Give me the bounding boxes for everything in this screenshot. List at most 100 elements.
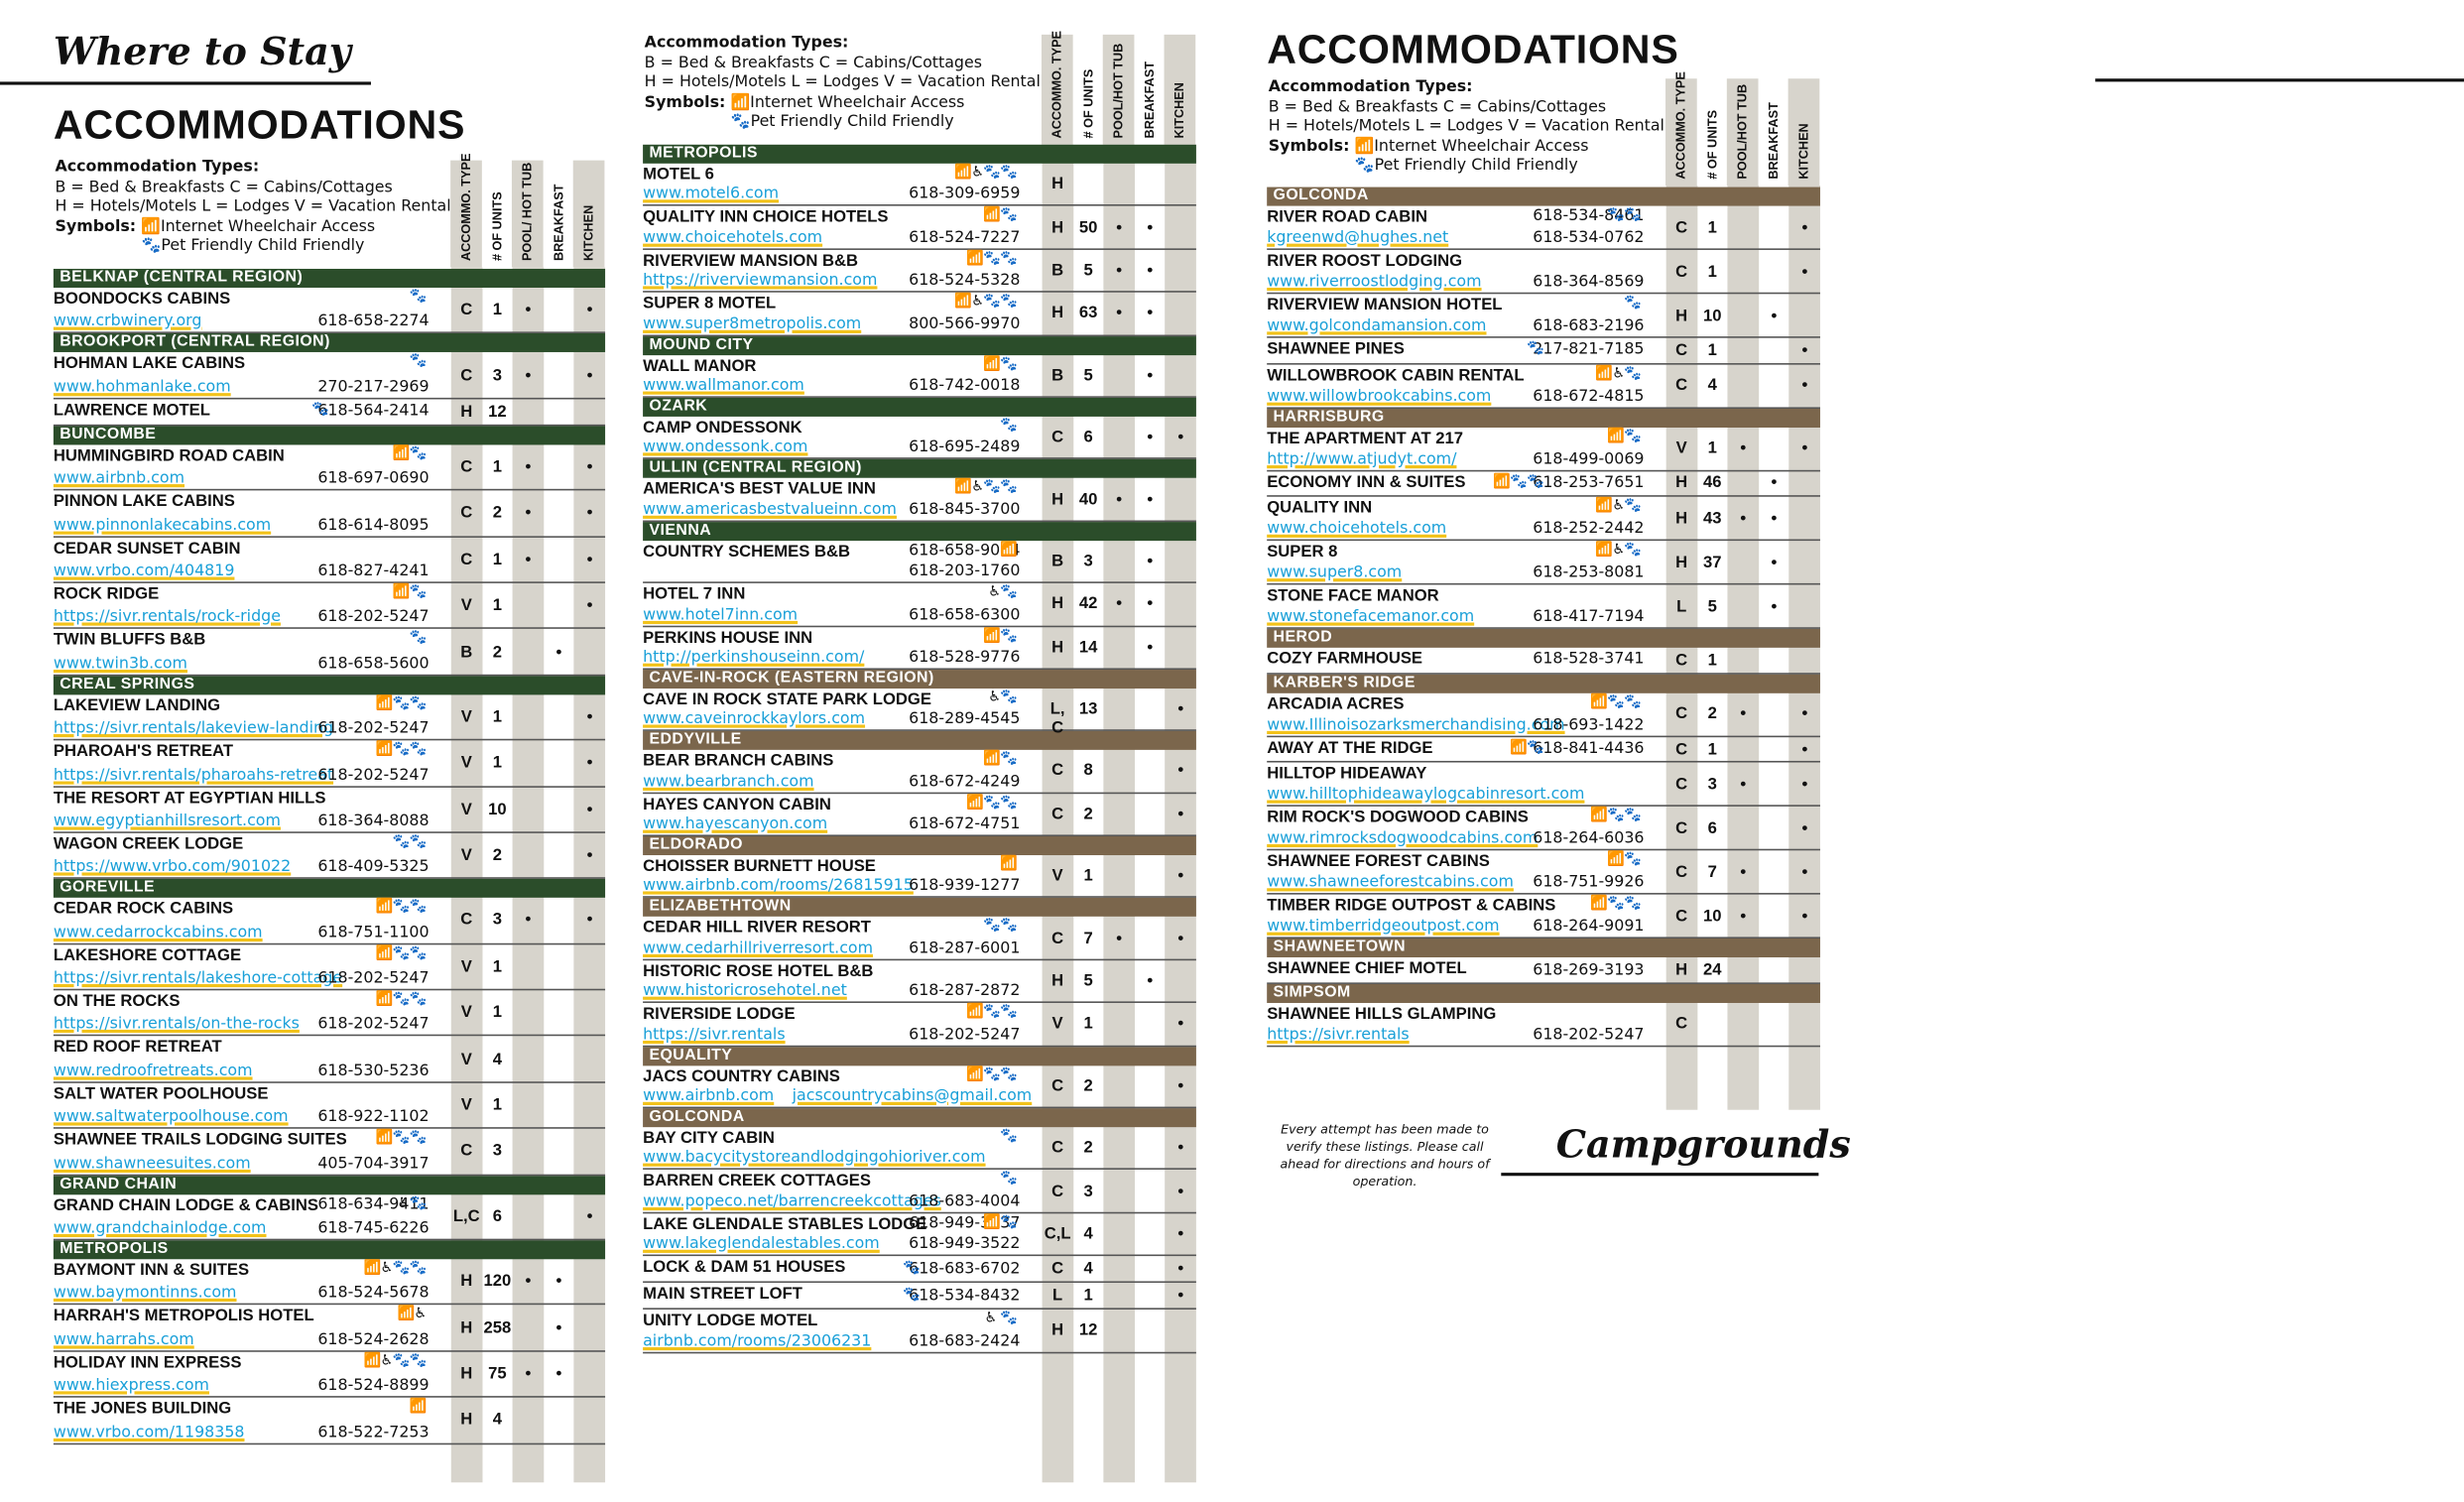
listing-url[interactable]: www.pinnonlakecabins.com [53, 516, 272, 535]
listing-url[interactable]: www.airbnb.com [53, 470, 185, 488]
listing-name: AWAY AT THE RIDGE [1267, 738, 1433, 758]
section-header: KARBER'S RIDGE [1267, 674, 1820, 693]
listing-url[interactable]: www.bacycitystoreandlodgingohioriver.com [643, 1150, 986, 1168]
listing-url[interactable]: www.choicehotels.com [1267, 520, 1447, 539]
listing-url[interactable]: http://www.atjudyt.com/ [1267, 450, 1457, 468]
listing-url[interactable]: www.super8metropolis.com [643, 314, 862, 333]
listing-url[interactable]: www.twin3b.com [53, 655, 187, 673]
listing-url[interactable]: https://riverviewmansion.com [643, 272, 878, 290]
listing-url[interactable]: www.ondessonk.com [643, 438, 808, 457]
listing-url[interactable]: www.hayescanyon.com [643, 815, 828, 833]
legend-2: Accommodation Types: B = Bed & Breakfast… [645, 35, 1041, 133]
listing-url[interactable]: www.cedarhillriverresort.com [643, 939, 874, 957]
listing-url[interactable]: www.popeco.net/barrencreekcottages [643, 1192, 941, 1210]
listing-url[interactable]: www.harrahs.com [53, 1330, 194, 1349]
listing-url[interactable]: www.rimrocksdogwoodcabins.com [1267, 830, 1539, 848]
listing-url[interactable]: www.golcondamansion.com [1267, 317, 1487, 335]
listing-url[interactable]: www.americasbestvalueinn.com [643, 501, 897, 519]
listing-url[interactable]: www.shawneeforestcabins.com [1267, 874, 1514, 893]
listing-url[interactable]: kgreenwd@hughes.net [1267, 229, 1449, 247]
listing-url[interactable]: www.super8.com [1267, 564, 1403, 582]
listing-url[interactable]: https://sivr.rentals/rock-ridge [53, 608, 281, 627]
listing-url[interactable]: www.airbnb.com/rooms/26815915 [643, 877, 914, 896]
pool-cell: • [525, 550, 532, 569]
listing-url[interactable]: https://sivr.rentals [1267, 1026, 1410, 1045]
pool-cell: • [1740, 862, 1747, 882]
type-cell: C [1675, 375, 1688, 395]
listing-url[interactable]: www.airbnb.com [643, 1087, 775, 1106]
listing-url[interactable]: www.motel6.com [643, 186, 780, 204]
breakfast-cell: • [1147, 489, 1154, 509]
listing-url[interactable]: www.stonefacemanor.com [1267, 608, 1475, 626]
section-header: BELKNAP (CENTRAL REGION) [53, 268, 606, 288]
amenity-icons: 📶🐾🐾 [966, 251, 1018, 268]
units-cell: 1 [1083, 866, 1093, 886]
listing-url[interactable]: https://www.vrbo.com/901022 [53, 858, 292, 877]
band [450, 267, 482, 1483]
pool-cell: • [1116, 304, 1123, 323]
listing-name: SUPER 8 [1267, 542, 1338, 562]
listing-url[interactable]: www.crbwinery.org [53, 313, 202, 331]
listing-name: RIVER ROOST LODGING [1267, 251, 1463, 271]
listing-url[interactable]: www.choicehotels.com [643, 229, 823, 247]
amenity-icons: 📶🐾 [983, 207, 1018, 224]
listing-url[interactable]: www.hilltophideawaylogcabinresort.com [1267, 786, 1585, 805]
listing-url[interactable]: https://sivr.rentals/on-the-rocks [53, 1016, 300, 1034]
listing-url[interactable]: www.egyptianhillsresort.com [53, 813, 281, 830]
listing-email[interactable]: jacscountrycabins@gmail.com [792, 1087, 1033, 1106]
listing-url[interactable]: https://sivr.rentals/lakeshore-cottage [53, 969, 343, 988]
listing-url[interactable]: www.historicrosehotel.net [643, 982, 847, 1001]
amenity-icons: 🐾 [311, 403, 329, 419]
pool-cell: • [525, 457, 532, 477]
listing-url[interactable]: www.vrbo.com/404819 [53, 563, 235, 580]
listing-url[interactable]: https://sivr.rentals/lakeview-landing [53, 719, 334, 738]
units-cell: 2 [492, 503, 502, 523]
section-header: SIMPSOM [1267, 983, 1820, 1003]
units-cell: 42 [1078, 594, 1098, 614]
amenity-icons: 🐾 [1624, 295, 1642, 312]
units-cell: 2 [1707, 704, 1717, 724]
listing-url[interactable]: www.bearbranch.com [643, 773, 814, 791]
right-rule [2095, 78, 2464, 81]
listing-url[interactable]: www.baymontinns.com [53, 1285, 237, 1303]
listing-url[interactable]: www.lakeglendalestables.com [643, 1235, 880, 1254]
listing-url[interactable]: https://sivr.rentals/pharoahs-retreat [53, 766, 334, 784]
amenity-icons: 🐾🐾 [1607, 207, 1642, 224]
listing-url[interactable]: www.hotel7inn.com [643, 605, 799, 624]
listing-url[interactable]: https://sivr.rentals [643, 1026, 786, 1044]
listing-url[interactable]: www.redroofretreats.com [53, 1062, 253, 1080]
listing-url[interactable]: www.willowbrookcabins.com [1267, 387, 1492, 406]
listing-url[interactable]: www.Illinoisozarksmerchandising.com [1267, 716, 1565, 734]
listing-url[interactable]: www.grandchainlodge.com [53, 1219, 267, 1238]
symbols-line-2: Pet Friendly Child Friendly [161, 237, 365, 255]
types-label: Accommodation Types: [55, 159, 260, 177]
amenity-icons: 📶🐾🐾 [1493, 474, 1544, 491]
listing-url[interactable]: www.shawneesuites.com [53, 1155, 251, 1173]
listing-url[interactable]: www.caveinrockkaylors.com [643, 710, 866, 729]
units-cell: 5 [1707, 596, 1717, 616]
pool-cell: • [1740, 704, 1747, 724]
listing-url[interactable]: www.vrbo.com/1198358 [53, 1424, 245, 1441]
type-cell: C [460, 911, 473, 931]
listing-url[interactable]: www.hohmanlake.com [53, 378, 231, 396]
amenity-icons: 🐾 [409, 354, 427, 370]
type-cell: V [1051, 866, 1063, 886]
listing-name: WILLOWBROOK CABIN RENTAL [1267, 365, 1525, 385]
listing-url[interactable]: airbnb.com/rooms/23006231 [643, 1332, 872, 1350]
listing-url[interactable]: www.hiexpress.com [53, 1377, 209, 1395]
listing-name: QUALITY INN [1267, 498, 1373, 518]
listing-url[interactable]: http://perkinshouseinn.com/ [643, 649, 865, 667]
kitchen-cell: • [1177, 928, 1184, 947]
listing-url[interactable]: www.wallmanor.com [643, 377, 804, 395]
listing-url[interactable]: www.riverroostlodging.com [1267, 273, 1482, 292]
listing-url[interactable]: www.timberridgeoutpost.com [1267, 919, 1500, 937]
listing-url[interactable]: www.saltwaterpoolhouse.com [53, 1108, 289, 1126]
kitchen-cell: • [1801, 739, 1808, 759]
listing-url[interactable]: www.cedarrockcabins.com [53, 924, 263, 941]
